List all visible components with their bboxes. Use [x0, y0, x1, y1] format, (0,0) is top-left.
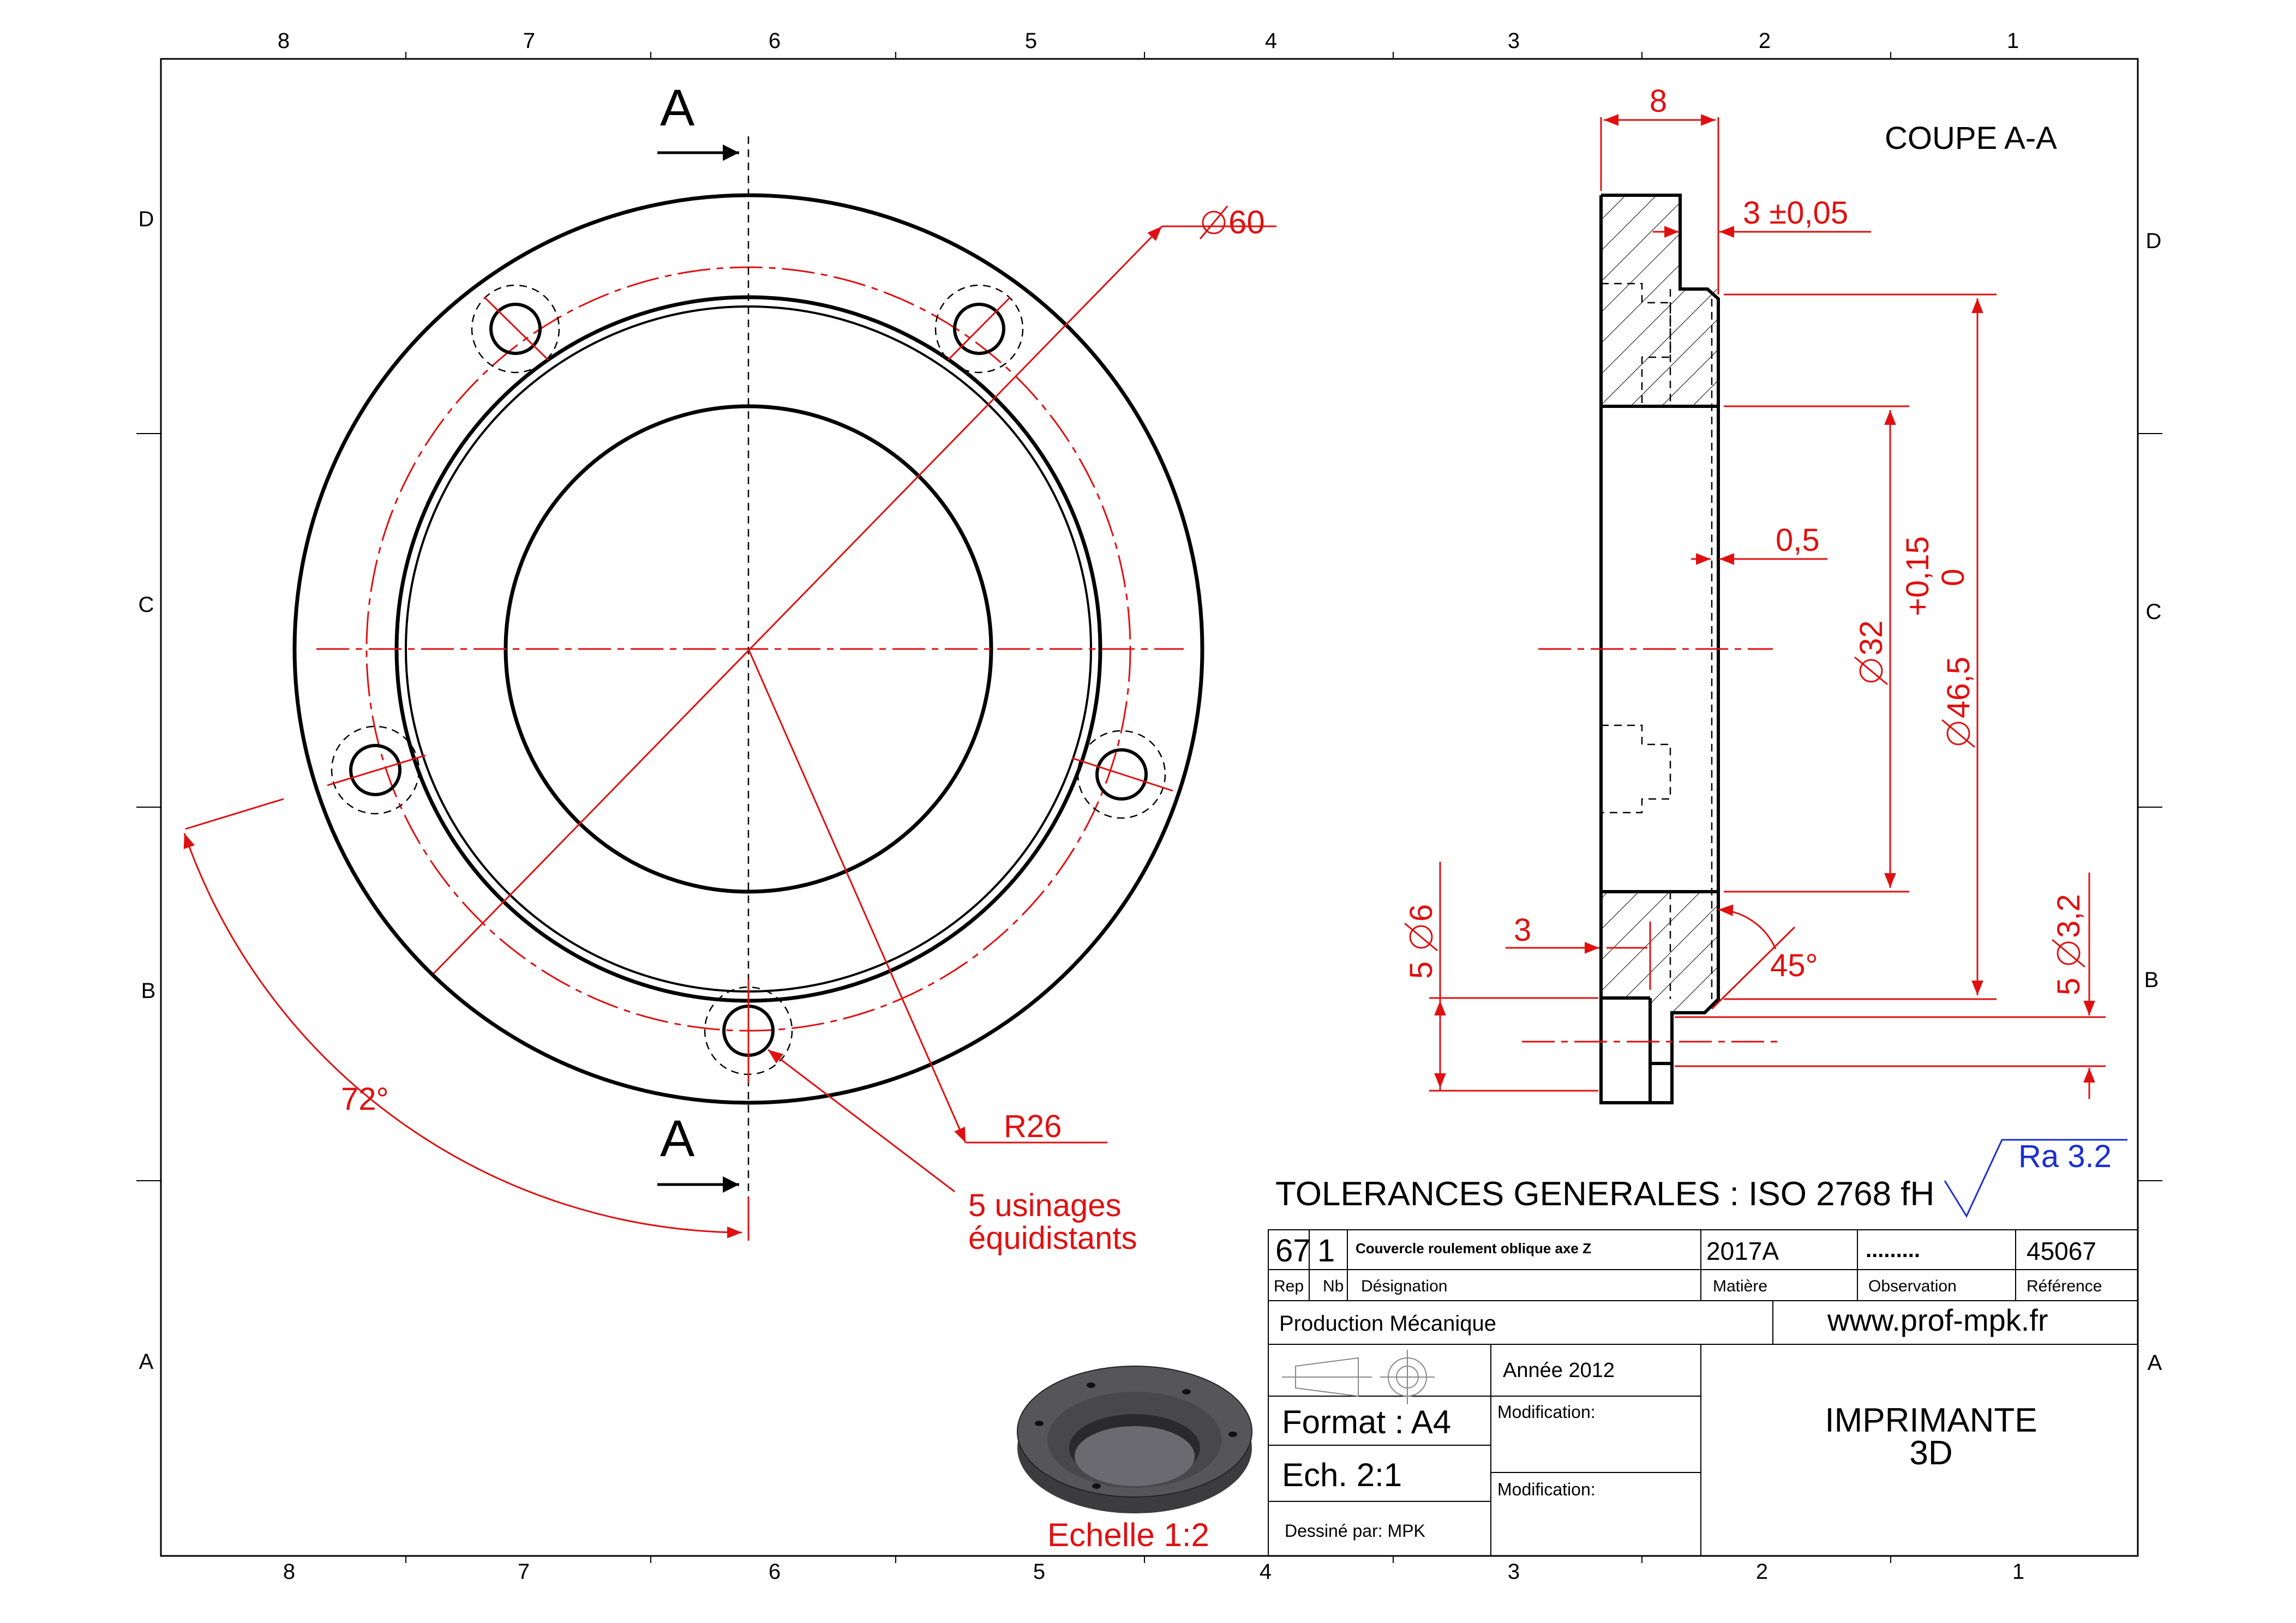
grid-labels-left: D C B A — [139, 207, 156, 1374]
dim-hole-left: 5 6 — [1404, 904, 1439, 979]
col-label: 8 — [283, 1560, 295, 1584]
grid-labels-top: 8 7 6 5 4 3 2 1 — [278, 29, 2019, 53]
dim-radius: R26 — [1004, 1109, 1062, 1144]
dim-diameter-value: 60 — [1228, 204, 1265, 241]
dim-bore: 32 — [1854, 620, 1889, 686]
grid-labels-right: D C B A — [2144, 229, 2162, 1375]
grid-labels-bottom: 8 7 6 5 4 3 2 1 — [283, 1560, 2024, 1584]
col-label: 4 — [1265, 29, 1277, 53]
note-line-1: 5 usinages — [968, 1188, 1122, 1223]
bolt-hole — [331, 725, 420, 815]
svg-text:6: 6 — [1404, 904, 1439, 922]
col-label: 6 — [769, 29, 781, 53]
matiere-header: Matière — [1713, 1277, 1767, 1295]
dim-diameter-60: 60 — [1199, 204, 1265, 241]
row-label: C — [139, 593, 154, 617]
matiere-value: 2017A — [1706, 1237, 1779, 1265]
observation-value: ......... — [1866, 1238, 1920, 1262]
reference-value: 45067 — [2027, 1237, 2096, 1265]
observation-header: Observation — [1868, 1277, 1957, 1295]
col-label: 3 — [1508, 1560, 1520, 1584]
dim-boss: 46,5 — [1941, 657, 1976, 748]
row-label: C — [2146, 600, 2162, 624]
bolt-hole — [934, 284, 1024, 374]
projection-symbol — [1282, 1350, 1435, 1404]
modification-label-1: Modification: — [1497, 1402, 1596, 1422]
svg-text:0: 0 — [1935, 569, 1971, 586]
annee: Année 2012 — [1503, 1359, 1615, 1382]
section-mark-bottom: A — [657, 1110, 739, 1193]
format-label: Format : A4 — [1282, 1404, 1451, 1440]
rep-header: Rep — [1274, 1277, 1304, 1295]
designation-header: Désignation — [1361, 1277, 1447, 1295]
modification-label-2: Modification: — [1497, 1480, 1596, 1499]
row-label: A — [139, 1350, 154, 1374]
dim-width: 8 — [1650, 83, 1667, 119]
designation-value: Couvercle roulement oblique axe Z — [1356, 1240, 1591, 1257]
front-view: 60 R26 5 usinages équidistants 72° A A — [183, 79, 1276, 1256]
title-block: 67 1 Couvercle roulement oblique axe Z 2… — [1268, 1229, 2138, 1556]
project-title-line-2: 3D — [1909, 1434, 1952, 1472]
production-label: Production Mécanique — [1279, 1312, 1496, 1336]
note-line-2: équidistants — [968, 1221, 1137, 1256]
dim-hole-right: 5 3,2 — [2051, 894, 2087, 995]
col-label: 6 — [769, 1560, 781, 1584]
dim-depth: 3 — [1514, 912, 1531, 948]
svg-text:5: 5 — [1404, 961, 1439, 979]
row-label: B — [2144, 968, 2159, 992]
section-view: COUPE A-A 8 — [1404, 83, 2106, 1104]
row-label: A — [2148, 1351, 2162, 1375]
col-label: 3 — [1508, 29, 1520, 53]
svg-text:+0,15: +0,15 — [1900, 536, 1935, 616]
svg-text:3,2: 3,2 — [2051, 894, 2087, 938]
row-label: D — [139, 207, 154, 231]
website: www.prof-mpk.fr — [1827, 1303, 2048, 1337]
section-title: COUPE A-A — [1885, 121, 2057, 156]
row-label: D — [2146, 229, 2162, 253]
svg-text:A: A — [660, 1110, 695, 1168]
nb-header: Nb — [1323, 1277, 1344, 1295]
dim-angle: 72° — [341, 1081, 389, 1117]
bolt-hole — [1077, 730, 1166, 819]
drawing-frame — [136, 52, 2162, 1563]
col-label: 5 — [1025, 29, 1037, 53]
dessine-label: Dessiné par: MPK — [1285, 1521, 1425, 1541]
dim-boss-tolerance: +0,15 0 — [1900, 536, 1971, 616]
roughness-symbol: Ra 3.2 — [1944, 1139, 2127, 1218]
reference-header: Référence — [2027, 1277, 2102, 1295]
col-label: 1 — [2012, 1560, 2024, 1584]
col-label: 5 — [1033, 1560, 1045, 1584]
svg-text:5: 5 — [2051, 978, 2087, 995]
rep-value: 67 — [1275, 1233, 1311, 1269]
section-mark-top: A — [657, 79, 739, 161]
project-title-line-1: IMPRIMANTE — [1825, 1402, 2037, 1439]
dim-step: 3 ±0,05 — [1743, 195, 1848, 231]
col-label: 7 — [523, 29, 535, 53]
col-label: 2 — [1759, 29, 1771, 53]
nb-value: 1 — [1317, 1233, 1335, 1269]
col-label: 7 — [518, 1560, 530, 1584]
svg-text:32: 32 — [1854, 620, 1889, 656]
echelle-label: Ech. 2:1 — [1282, 1457, 1402, 1493]
general-tolerances: TOLERANCES GENERALES : ISO 2768 fH — [1275, 1175, 1934, 1213]
col-label: 4 — [1260, 1560, 1272, 1584]
svg-text:Ra 3.2: Ra 3.2 — [2018, 1139, 2112, 1174]
svg-text:46,5: 46,5 — [1941, 657, 1976, 718]
bolt-hole — [471, 284, 560, 374]
col-label: 2 — [1756, 1560, 1768, 1584]
iso-scale-label: Echelle 1:2 — [1047, 1517, 1209, 1553]
col-label: 1 — [2007, 29, 2019, 53]
isometric-view: Echelle 1:2 — [1017, 1366, 1252, 1553]
svg-text:A: A — [660, 79, 695, 137]
dim-gap: 0,5 — [1776, 522, 1820, 558]
dim-chamfer: 45° — [1770, 948, 1818, 983]
row-label: B — [141, 979, 156, 1003]
col-label: 8 — [278, 29, 290, 53]
